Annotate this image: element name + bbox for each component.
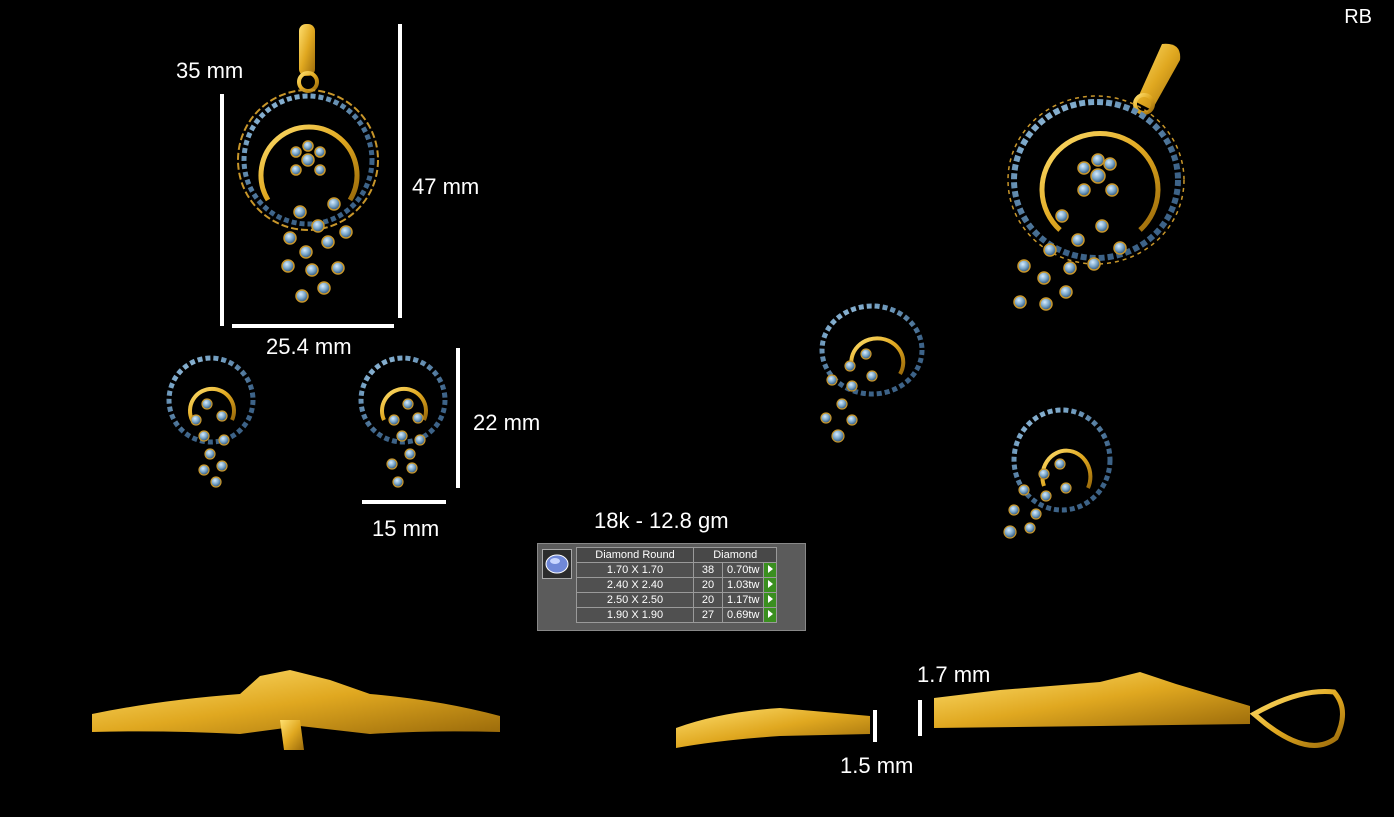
dimension-line-25-4mm xyxy=(232,324,394,328)
dimension-line-15mm xyxy=(362,500,446,504)
table-row: 2.40 X 2.40 20 1.03tw xyxy=(576,577,778,593)
play-arrow-icon xyxy=(767,565,773,573)
row-expand-button[interactable] xyxy=(763,577,778,593)
stone-weight: 0.69tw xyxy=(721,607,765,623)
stone-weight: 1.17tw xyxy=(721,592,765,608)
stone-weight: 1.03tw xyxy=(721,577,765,593)
label-1-7mm: 1.7 mm xyxy=(917,662,991,687)
pendant-bottom-profile xyxy=(92,670,500,750)
table-row: 1.70 X 1.70 38 0.70tw xyxy=(576,562,778,578)
stone-size: 1.70 X 1.70 xyxy=(576,562,694,578)
stone-count: 20 xyxy=(693,592,723,608)
earring-perspective-upper xyxy=(819,303,925,443)
play-arrow-icon xyxy=(767,595,773,603)
label-15mm: 15 mm xyxy=(372,516,440,541)
earring-perspective-lower xyxy=(1003,407,1113,539)
stone-count: 38 xyxy=(693,562,723,578)
dimension-line-1-5mm xyxy=(873,710,877,742)
header-diamond-round: Diamond Round xyxy=(576,547,694,563)
dimension-line-35mm xyxy=(220,94,224,326)
header-diamond: Diamond xyxy=(692,547,778,563)
play-arrow-icon xyxy=(767,580,773,588)
side-profile-small xyxy=(676,708,870,748)
table-row: 2.50 X 2.50 20 1.17tw xyxy=(576,592,778,608)
stone-size: 1.90 X 1.90 xyxy=(576,607,694,623)
stone-table: Diamond Round Diamond 1.70 X 1.70 38 0.7… xyxy=(576,547,778,623)
label-25-4mm: 25.4 mm xyxy=(266,334,352,359)
stone-size: 2.50 X 2.50 xyxy=(576,592,694,608)
earring-front-left xyxy=(166,355,256,488)
side-profile-large xyxy=(934,672,1345,748)
label-1-5mm: 1.5 mm xyxy=(840,753,914,778)
label-35mm: 35 mm xyxy=(176,58,244,83)
stone-count: 27 xyxy=(693,607,723,623)
label-47mm: 47 mm xyxy=(412,174,480,199)
dimension-line-22mm xyxy=(456,348,460,488)
label-22mm: 22 mm xyxy=(473,410,541,435)
table-row: 1.90 X 1.90 27 0.69tw xyxy=(576,607,778,623)
play-arrow-icon xyxy=(767,610,773,618)
stone-table-panel: Diamond Round Diamond 1.70 X 1.70 38 0.7… xyxy=(537,543,806,631)
row-expand-button[interactable] xyxy=(763,562,778,578)
corner-initials: RB xyxy=(1344,6,1372,28)
dimension-line-47mm xyxy=(398,24,402,318)
dimension-line-1-7mm xyxy=(918,700,922,736)
stone-size: 2.40 X 2.40 xyxy=(576,577,694,593)
metal-weight-label: 18k - 12.8 gm xyxy=(594,508,729,533)
row-expand-button[interactable] xyxy=(763,607,778,623)
stone-count: 20 xyxy=(693,577,723,593)
earring-front-right xyxy=(358,355,448,488)
stone-weight: 0.70tw xyxy=(721,562,765,578)
pendant-perspective-view xyxy=(1007,43,1185,311)
row-expand-button[interactable] xyxy=(763,592,778,608)
diamond-gem-icon xyxy=(542,549,572,579)
pendant-front-view xyxy=(237,24,379,303)
